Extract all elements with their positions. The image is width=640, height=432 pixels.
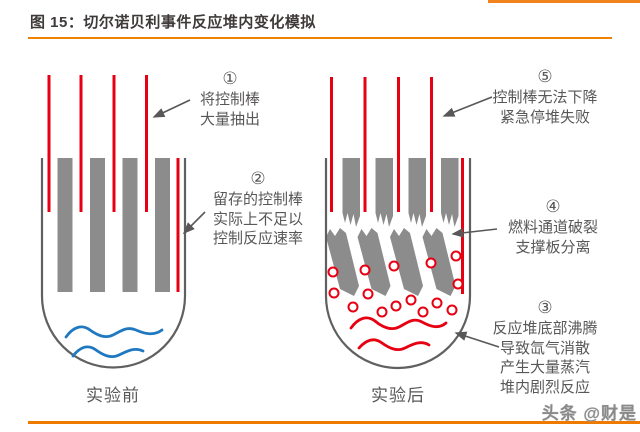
arrow-4 <box>451 228 498 238</box>
annotation-arrows <box>152 96 500 348</box>
control-rod <box>430 77 433 212</box>
label-before-experiment: 实验前 <box>86 386 140 405</box>
annotation-line: 控制反应速率 <box>212 230 303 247</box>
circled-number-4: ④ <box>545 197 561 216</box>
wave <box>64 325 164 339</box>
tilted-fragment <box>326 228 359 296</box>
bubble <box>431 297 443 309</box>
control-rod <box>79 75 83 212</box>
circled-number-5: ⑤ <box>537 67 553 86</box>
water-waves-blue <box>64 325 164 359</box>
broken-fuel-bar <box>441 158 459 227</box>
annotation-1: ① 将控制棒 大量抽出 <box>180 70 280 129</box>
bubble <box>347 301 359 313</box>
steam-bubbles <box>327 250 464 318</box>
bubble <box>405 294 417 306</box>
control-rods-withdrawn <box>47 75 180 292</box>
wave <box>349 316 448 330</box>
reactor-before <box>40 75 187 369</box>
annotation-line: 大量抽出 <box>199 110 260 128</box>
control-rods-stuck <box>330 77 464 294</box>
watermark-toutiao-caishi: 头条 @财是 <box>541 404 637 423</box>
control-rod <box>112 75 116 212</box>
figure-title: 图 15：切尔诺贝利事件反应堆内变化模拟 <box>30 14 316 31</box>
arrow-1 <box>152 99 191 118</box>
control-rod <box>47 75 51 212</box>
arrow-2 <box>182 211 206 235</box>
annotation-line: 反应堆底部沸腾 <box>492 320 598 337</box>
water-waves-red <box>349 316 448 352</box>
annotation-line: 实际上不足以 <box>212 210 303 228</box>
fuel-bar <box>122 158 138 292</box>
annotation-line: 燃料通道破裂 <box>507 219 598 236</box>
bubble <box>425 257 437 269</box>
fuel-channels-before <box>57 158 170 292</box>
annotation-line: 堆内剧烈反应 <box>499 378 590 396</box>
control-rod <box>330 77 333 212</box>
wave <box>71 345 145 359</box>
vessel-outline-after <box>324 158 472 370</box>
annotation-line: 将控制棒 <box>199 91 260 108</box>
title-underline <box>28 37 612 39</box>
control-rod-remaining <box>461 158 464 294</box>
bubble <box>417 306 429 318</box>
arrow-5 <box>442 96 493 117</box>
wave <box>357 338 431 352</box>
bottom-border-rule <box>28 421 640 424</box>
fuel-bar <box>57 158 73 292</box>
broken-fuel-bar <box>342 158 360 227</box>
vessel-outline-before <box>40 158 187 369</box>
tilted-fragment <box>390 228 423 296</box>
bubble <box>327 266 339 278</box>
annotation-line: 控制棒无法下降 <box>492 89 598 106</box>
fuel-bar <box>155 158 170 292</box>
control-rod <box>397 77 400 212</box>
tilted-fragment <box>357 228 391 296</box>
annotation-5: ⑤ 控制棒无法下降 紧急停堆失败 <box>482 68 608 127</box>
tilted-fragment <box>422 228 456 296</box>
fuel-bar <box>90 158 105 292</box>
bubble <box>362 288 374 300</box>
broken-fuel-bar <box>408 158 426 227</box>
separated-support-fragments <box>326 228 456 296</box>
annotation-line: 产生大量蒸汽 <box>499 359 590 376</box>
bubble <box>388 260 400 272</box>
label-after-experiment: 实验后 <box>371 386 425 405</box>
annotation-line: 支撑板分离 <box>515 238 591 256</box>
reactor-after <box>324 77 472 370</box>
bubble <box>450 250 462 262</box>
annotation-line: 留存的控制棒 <box>212 191 303 208</box>
circled-number-2: ② <box>250 169 266 188</box>
bubble <box>390 300 402 312</box>
annotation-2: ② 留存的控制棒 实际上不足以 控制反应速率 <box>198 170 318 249</box>
top-border-rule <box>488 0 640 3</box>
bubble <box>452 278 464 290</box>
fuel-channels-ruptured <box>342 158 459 227</box>
control-rod <box>363 77 367 212</box>
bubble <box>446 304 458 316</box>
bubble <box>328 287 340 299</box>
arrow-3 <box>454 331 500 348</box>
bubble <box>376 306 388 318</box>
annotation-3: ③ 反应堆底部沸腾 导致氙气消散 产生大量蒸汽 堆内剧烈反应 <box>481 299 609 397</box>
broken-fuel-bar <box>375 158 393 227</box>
bubble <box>359 264 371 276</box>
annotation-line: 导致氙气消散 <box>499 339 590 357</box>
annotation-line: 紧急停堆失败 <box>499 108 590 126</box>
annotation-4: ④ 燃料通道破裂 支撑板分离 <box>493 198 613 257</box>
control-rod <box>145 75 148 212</box>
circled-number-3: ③ <box>537 298 553 317</box>
circled-number-1: ① <box>222 69 238 88</box>
control-rod-remaining <box>176 158 180 292</box>
